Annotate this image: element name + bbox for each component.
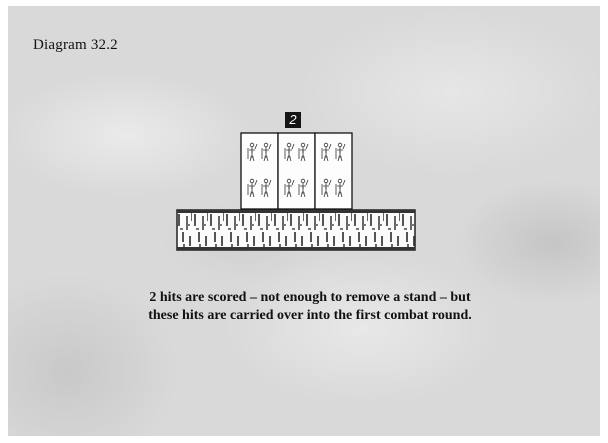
diagram-caption: 2 hits are scored – not enough to remove… xyxy=(60,289,560,325)
unit-stand-2 xyxy=(278,133,315,209)
stone-wall xyxy=(177,210,415,250)
unit-stand-3 xyxy=(315,133,352,209)
unit-stand-1 xyxy=(241,133,278,209)
caption-line-2: these hits are carried over into the fir… xyxy=(148,308,472,323)
caption-line-1: 2 hits are scored – not enough to remove… xyxy=(149,290,470,305)
